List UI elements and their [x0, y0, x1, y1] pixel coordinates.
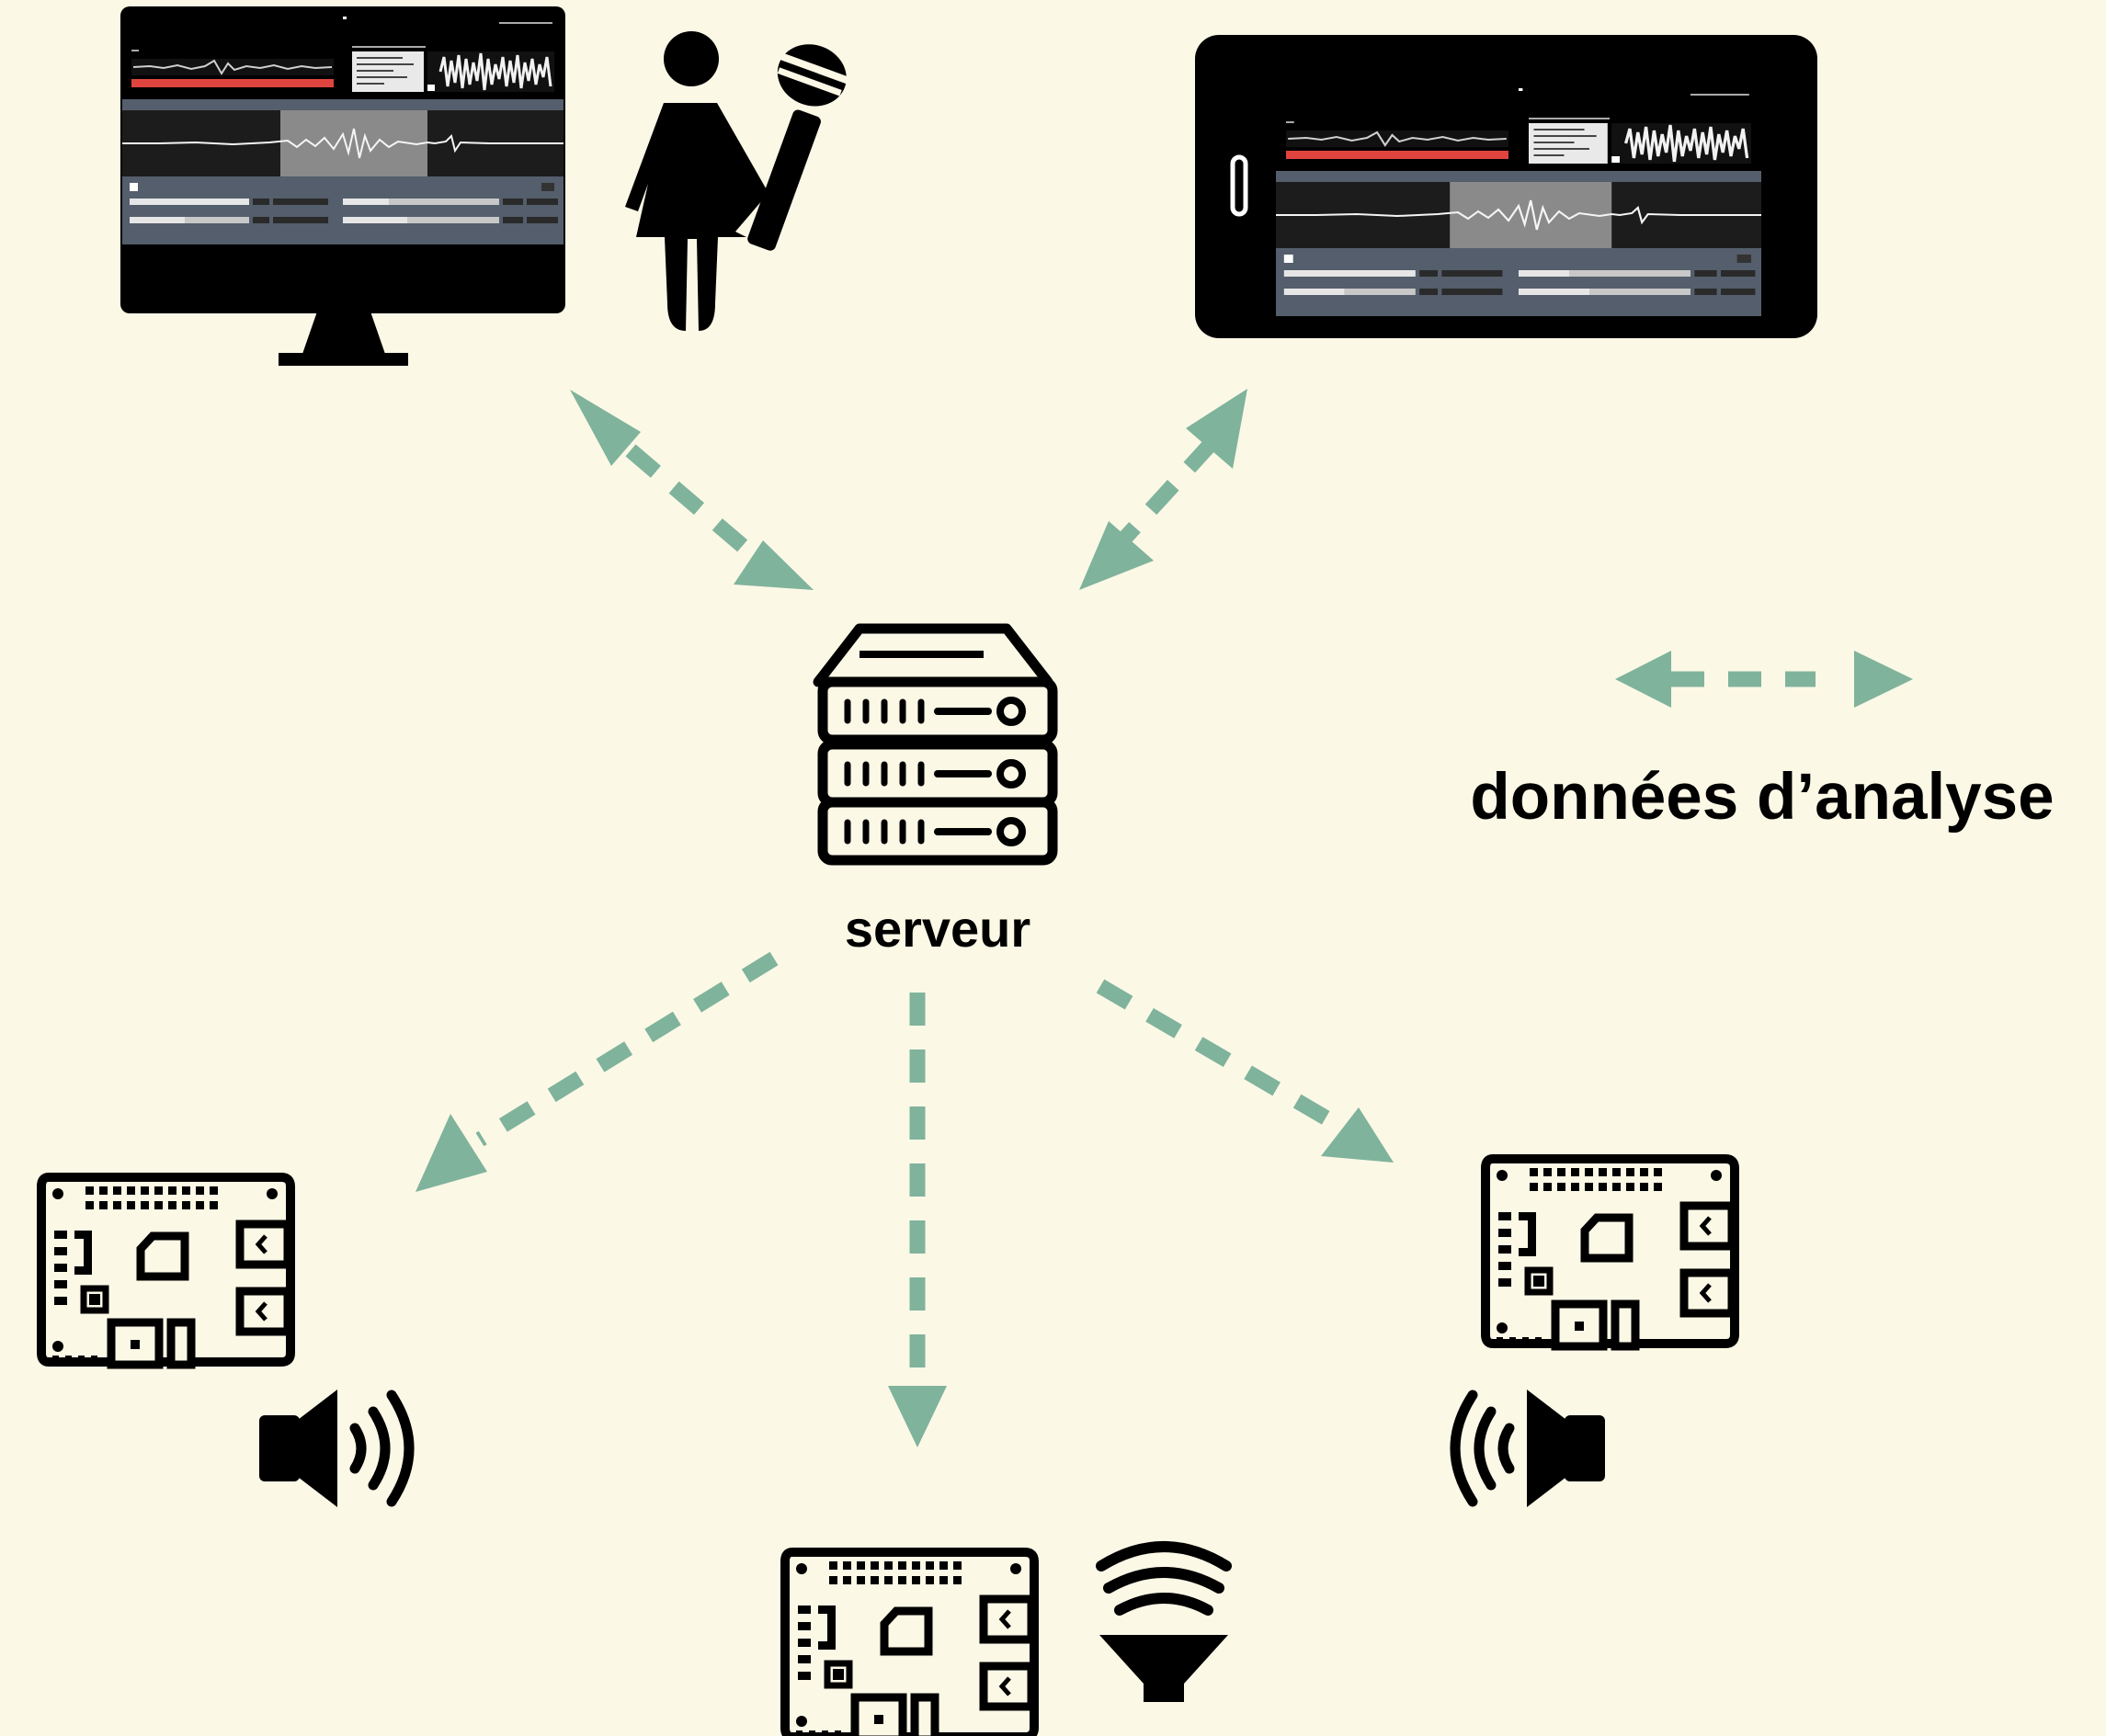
raspberry-pi-board-icon-right	[1486, 1159, 1735, 1348]
arrow-tablet-server	[1079, 389, 1247, 590]
raspberry-pi-board-icon-center	[785, 1552, 1034, 1736]
arrow-desktop-server	[570, 390, 814, 590]
desktop-monitor-icon	[120, 6, 565, 366]
legend-label: données d’analyse	[1470, 761, 2054, 834]
wireless-speaker-icon	[1096, 1541, 1232, 1702]
speaker-icon-right	[1455, 1390, 1605, 1507]
woman-with-microphone-icon	[625, 31, 849, 331]
raspberry-pi-board-icon-left	[41, 1177, 290, 1367]
desktop-screen-app	[120, 11, 565, 246]
arrow-server-board-center	[888, 993, 947, 1447]
arrow-server-board-left	[416, 951, 779, 1192]
tablet-screen-app	[1274, 83, 1763, 318]
legend-arrow	[1615, 651, 1913, 708]
server-label: serveur	[845, 900, 1030, 958]
server-rack-icon	[813, 623, 1058, 866]
speaker-icon-left	[259, 1390, 409, 1507]
tablet-icon	[1195, 35, 1817, 338]
arrow-server-board-right	[1096, 979, 1394, 1163]
